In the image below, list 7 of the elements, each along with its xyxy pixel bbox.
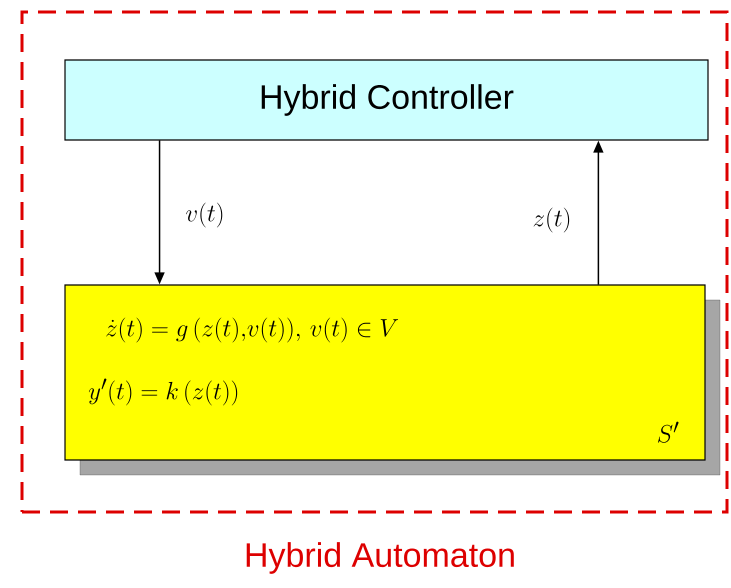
- equation: $y'(t) = k\,(z(t))$: [88, 378, 238, 406]
- frame-title: Hybrid Automaton: [246, 542, 514, 574]
- box-title: Hybrid Controller: [262, 84, 514, 116]
- system-symbol: $S'$: [658, 422, 679, 443]
- edge-label: $v(t)$: [184, 202, 226, 228]
- edge-label: $z(t)$: [532, 206, 572, 234]
- equation: $\dot{z}(t) = g\,(z(t){,}v(t)),\, v(t)\in V$: [106, 318, 398, 342]
